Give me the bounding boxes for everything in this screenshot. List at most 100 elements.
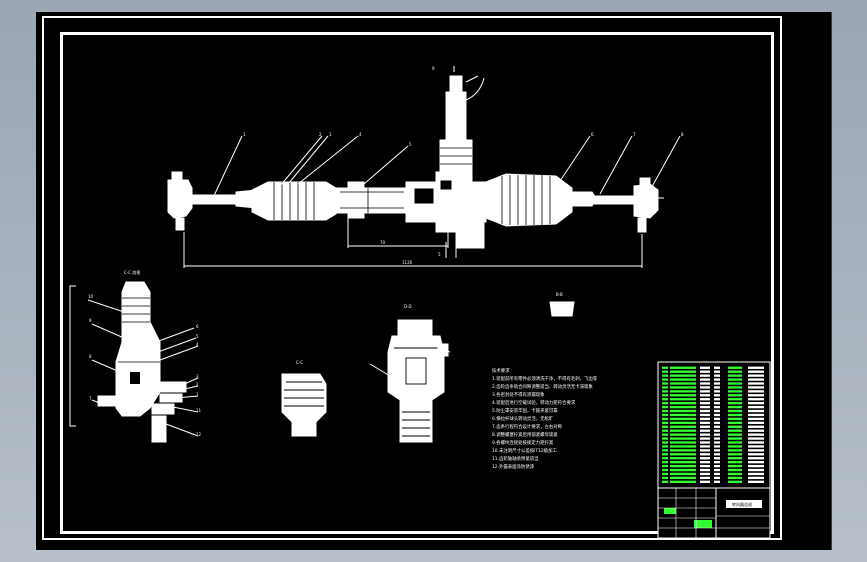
parts-row-cell [670, 370, 696, 373]
parts-row-cell [670, 468, 696, 472]
parts-row-cell [728, 398, 742, 401]
parts-row-cell [728, 413, 742, 417]
note-line-9: 9.各螺纹连接处按规定力矩拧紧 [492, 439, 554, 446]
parts-row-cell [714, 464, 720, 468]
parts-row-cell [662, 472, 668, 476]
parts-row-cell [728, 472, 742, 476]
parts-row-cell [670, 398, 696, 401]
parts-row-cell [748, 425, 764, 428]
parts-row-cell [728, 445, 742, 448]
parts-row-cell [714, 386, 720, 389]
parts-row-cell [670, 445, 696, 448]
parts-row-cell [670, 476, 696, 480]
parts-row-cell [662, 425, 668, 428]
detail-balloon-6: 6 [196, 324, 199, 329]
parts-row-cell [670, 464, 696, 468]
parts-row-cell [700, 402, 710, 405]
parts-row-cell [662, 402, 668, 405]
parts-row-cell [748, 445, 764, 448]
balloon-8: 8 [681, 132, 684, 137]
parts-row-cell [728, 429, 742, 432]
parts-row-cell [748, 476, 764, 480]
parts-row-cell [714, 413, 720, 417]
parts-row-cell [714, 378, 720, 381]
parts-row-cell [700, 437, 710, 440]
parts-row-cell [662, 374, 668, 377]
dimension-5: 5 [438, 252, 441, 257]
parts-row-cell [748, 441, 764, 444]
parts-row-cell [728, 476, 742, 480]
note-line-7: 7.齿条行程符合设计要求，左右对称 [492, 423, 563, 430]
parts-row-cell [700, 378, 710, 381]
parts-row-cell [714, 417, 720, 421]
parts-row-cell [670, 378, 696, 381]
parts-row-cell [700, 366, 710, 369]
parts-row-cell [714, 457, 720, 460]
parts-row-cell [662, 405, 668, 409]
parts-row-cell [748, 472, 764, 476]
parts-row-cell [670, 433, 696, 436]
parts-row-cell [700, 386, 710, 389]
parts-row-cell [700, 476, 710, 480]
parts-row-cell [728, 382, 742, 385]
parts-row-cell [662, 441, 668, 444]
parts-row-cell [748, 405, 764, 409]
parts-row-cell [728, 405, 742, 409]
note-line-1: 1.装配前所有零件必须清洗干净，不得有毛刺、飞边等 [492, 375, 598, 382]
parts-row-cell [728, 437, 742, 440]
parts-row-cell [670, 417, 696, 421]
parts-row-cell [662, 378, 668, 381]
sheet-inner-border [60, 32, 774, 534]
parts-row-cell [700, 464, 710, 468]
main-assembly-view [167, 66, 681, 268]
parts-row-cell [748, 464, 764, 468]
parts-row-cell [728, 378, 742, 381]
parts-row-cell [700, 405, 710, 409]
detail-view-left [69, 281, 199, 443]
parts-row-cell [670, 402, 696, 405]
parts-row-cell [670, 405, 696, 409]
parts-row-cell [748, 417, 764, 421]
parts-row-cell [700, 441, 710, 444]
parts-list-rows [662, 366, 764, 483]
parts-row-cell [748, 398, 764, 401]
detail-balloon-4: 4 [196, 342, 199, 347]
parts-row-cell [700, 382, 710, 385]
parts-row-cell [728, 394, 742, 397]
parts-row-cell [662, 468, 668, 472]
parts-row-cell [662, 413, 668, 417]
parts-row-cell [714, 370, 720, 373]
detail-balloon-1: 1 [196, 392, 199, 397]
parts-row-cell [700, 417, 710, 421]
parts-row-cell [714, 461, 720, 464]
note-line-12: 12.外露表面涂防锈漆 [492, 463, 535, 470]
detail-balloon-5: 5 [196, 334, 199, 339]
parts-row-cell [670, 390, 696, 393]
parts-row-cell [662, 421, 668, 424]
parts-row-cell [748, 382, 764, 385]
parts-row-cell [728, 464, 742, 468]
parts-row-cell [728, 374, 742, 377]
parts-row-cell [714, 445, 720, 448]
parts-row-cell [714, 453, 720, 456]
parts-row-cell [700, 398, 710, 401]
parts-row-cell [662, 398, 668, 401]
parts-row-cell [728, 390, 742, 393]
detail-left-labels: C-C 剖视 10 9 8 7 6 5 4 3 2 1 11 12 [88, 269, 202, 437]
cad-viewport[interactable]: 1 2 3 4 5 6 7 8 9 70 1120 5 [36, 12, 832, 550]
parts-row-cell [728, 480, 742, 483]
parts-row-cell [714, 433, 720, 436]
parts-row-cell [700, 433, 710, 436]
parts-row-cell [700, 421, 710, 424]
parts-row-cell [662, 453, 668, 456]
parts-row-cell [670, 386, 696, 389]
section-cc-title: C-C [296, 360, 303, 365]
parts-row-cell [748, 457, 764, 460]
parts-row-cell [714, 402, 720, 405]
parts-row-cell [728, 449, 742, 452]
parts-row-cell [670, 374, 696, 377]
parts-row-cell [728, 402, 742, 405]
parts-row-cell [662, 394, 668, 397]
note-line-5: 5.防尘罩安装牢固，卡箍夹紧可靠 [492, 407, 558, 414]
parts-row-cell [748, 378, 764, 381]
